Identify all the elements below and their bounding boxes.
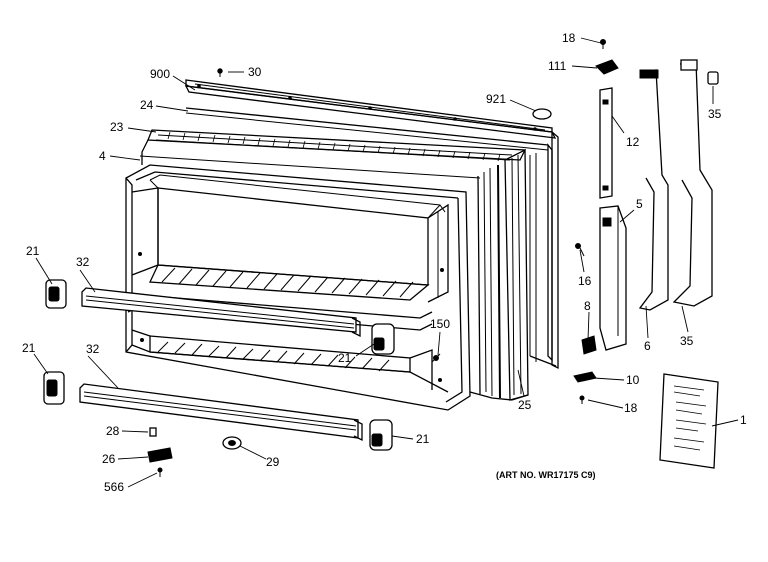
callout-26: 26 (102, 452, 116, 466)
hinge-bracket-12 (599, 87, 613, 199)
door-outer-panel (184, 79, 559, 370)
shelf-bar-lower (79, 383, 363, 442)
end-cap-upper-right (371, 323, 395, 355)
callout-29: 29 (266, 455, 280, 469)
callout-5: 5 (636, 197, 643, 211)
part-111-hinge-pin (595, 59, 619, 75)
part-10-hinge (573, 371, 597, 383)
part-16-screw (575, 243, 585, 257)
end-cap-upper-left (45, 279, 67, 309)
callout-32-lower: 32 (86, 342, 100, 356)
end-cap-lower-right (369, 419, 393, 451)
callout-35-bottom: 35 (680, 334, 694, 348)
part-29-grommet (222, 436, 242, 450)
part-18-screw-top (600, 39, 606, 49)
end-cap-lower-left (43, 371, 65, 405)
shelf-bar-upper (81, 287, 361, 338)
callout-35-top: 35 (708, 107, 722, 121)
part-921-plug (532, 108, 552, 120)
callout-21-upper-left: 21 (26, 244, 40, 258)
callout-32-upper: 32 (76, 255, 90, 269)
callout-10: 10 (626, 373, 640, 387)
part-8-block (581, 335, 597, 355)
part-26-bracket (147, 447, 173, 463)
callout-21-lower-left: 21 (22, 341, 36, 355)
leader-lines (33, 37, 739, 488)
part-35-cap (707, 71, 719, 85)
callout-566: 566 (104, 480, 124, 494)
art-number: (ART NO. WR17175 C9) (496, 470, 596, 480)
hinge-plate-5 (599, 205, 627, 351)
callout-150: 150 (430, 317, 450, 331)
callout-21-lower-right: 21 (416, 432, 430, 446)
callout-921: 921 (486, 92, 506, 106)
hinge-arm-35 (672, 59, 713, 307)
callout-16: 16 (578, 274, 592, 288)
callout-1: 1 (740, 413, 747, 427)
door-liner (125, 164, 471, 411)
callout-23: 23 (110, 120, 124, 134)
callout-8: 8 (584, 299, 591, 313)
hinge-arm-6 (638, 69, 669, 311)
part-30-screw (217, 68, 223, 77)
callout-111: 111 (548, 59, 567, 73)
door-gasket (139, 129, 529, 401)
callout-18-bottom: 18 (624, 401, 638, 415)
callout-21-upper-right: 21 (338, 351, 352, 365)
part-18-screw-bottom (579, 395, 585, 404)
callout-900: 900 (150, 67, 170, 81)
callout-24: 24 (140, 98, 154, 112)
part-28-screw (149, 427, 157, 437)
callout-28: 28 (106, 424, 120, 438)
callout-6: 6 (644, 339, 651, 353)
callout-25: 25 (518, 398, 532, 412)
callout-numbers: 18 111 12 35 900 30 24 921 23 4 5 16 21 … (22, 31, 747, 494)
callout-12: 12 (626, 135, 640, 149)
part-566-screw (157, 467, 163, 477)
callout-18-top: 18 (562, 31, 576, 45)
callout-30: 30 (248, 65, 262, 79)
part-150-screw (431, 353, 441, 363)
callout-4: 4 (99, 149, 106, 163)
part-1-manual (659, 373, 719, 469)
